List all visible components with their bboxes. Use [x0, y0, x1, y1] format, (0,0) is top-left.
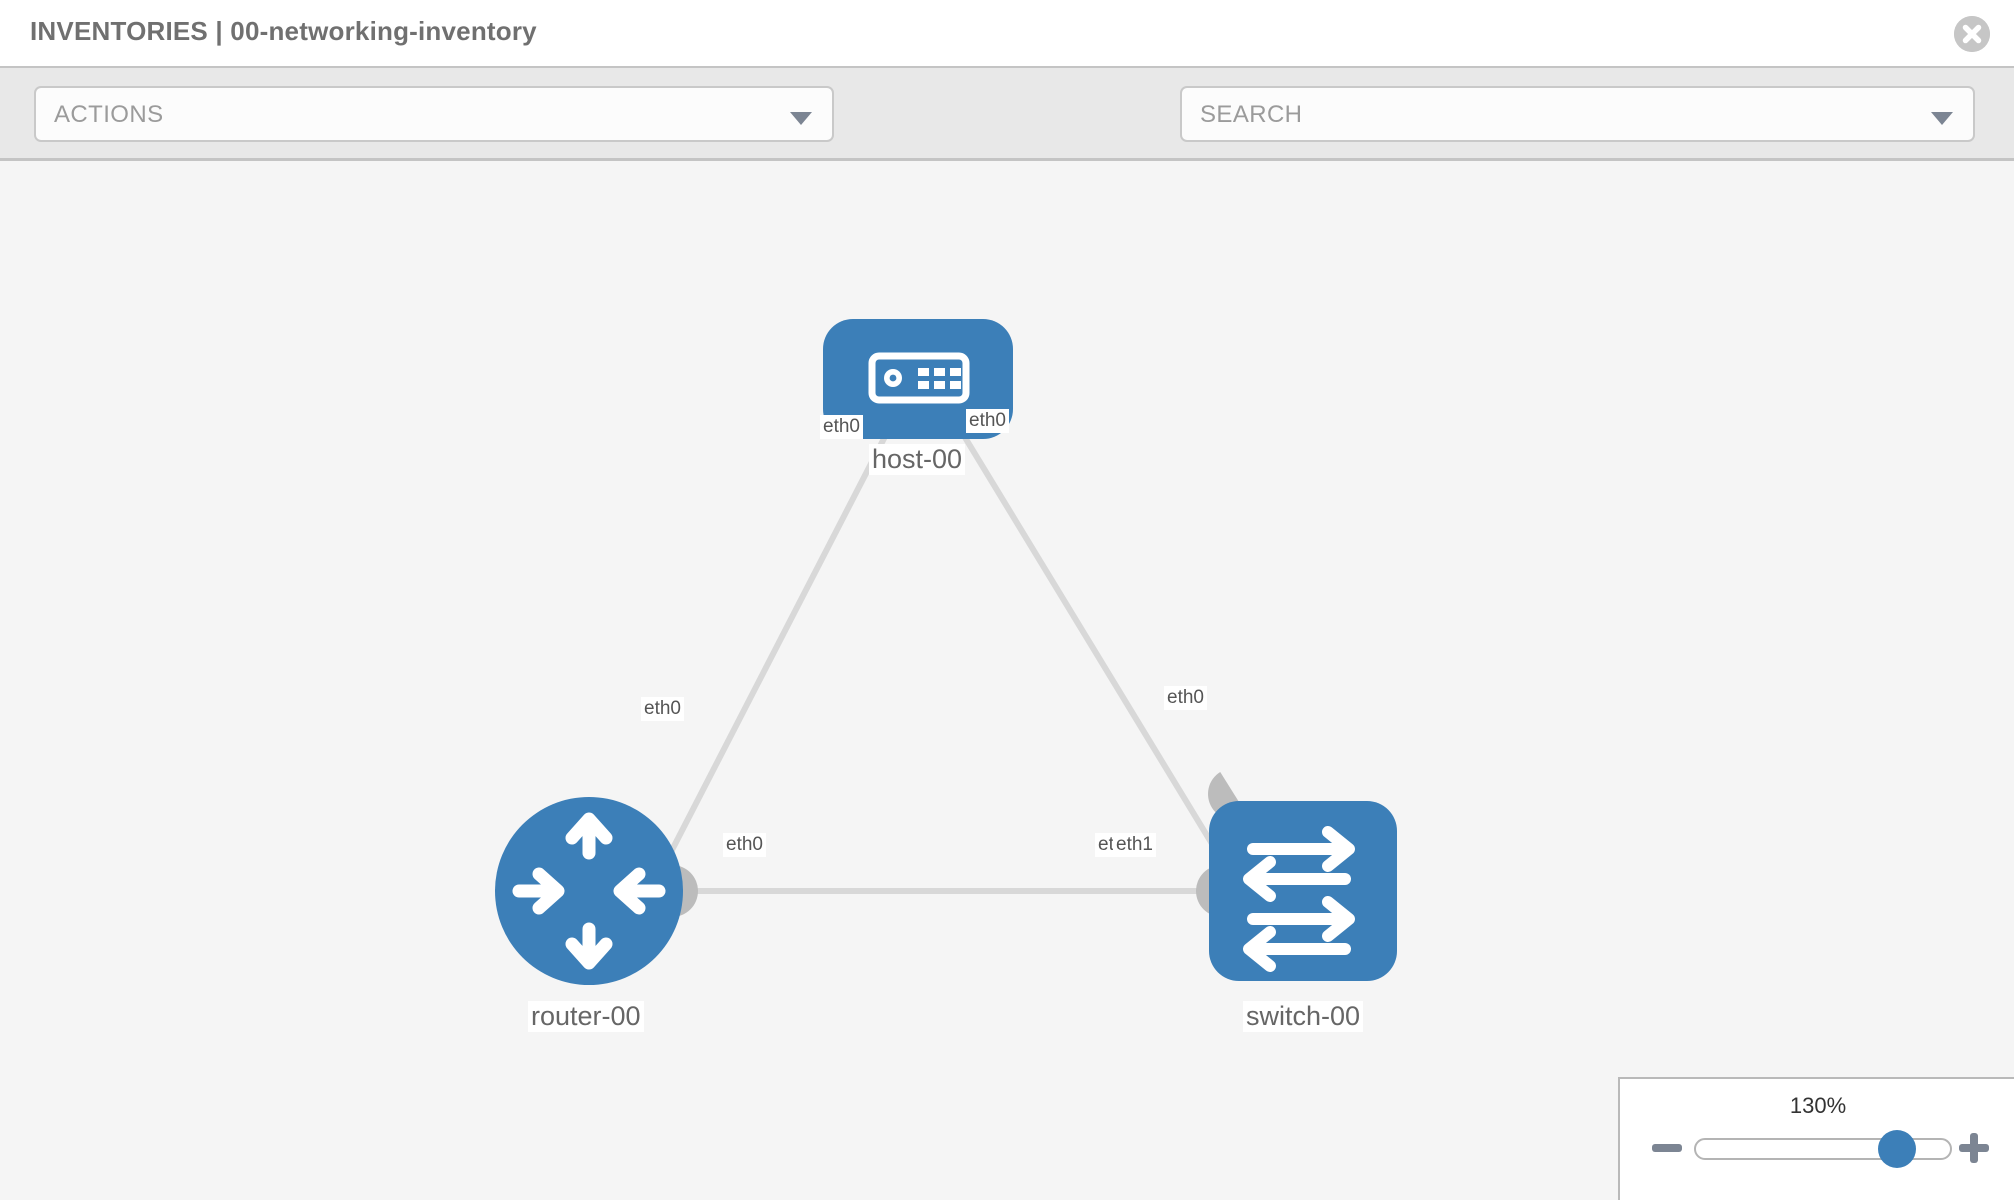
iface-label-switch-left-b: eth1: [1113, 833, 1156, 857]
topology-graph: [495, 319, 1397, 985]
chevron-down-icon: [790, 112, 812, 125]
zoom-slider-thumb[interactable]: [1878, 1130, 1916, 1168]
node-switch-00[interactable]: [1209, 801, 1397, 981]
router-arrows-icon: [512, 812, 666, 970]
switch-arrows-icon: [1243, 826, 1355, 972]
actions-dropdown-label: ACTIONS: [54, 101, 164, 128]
actions-dropdown[interactable]: ACTIONS: [34, 86, 834, 142]
node-label-router-00: router-00: [528, 1001, 644, 1033]
toolbar: ACTIONS SEARCH: [0, 68, 2014, 197]
search-input[interactable]: SEARCH: [1180, 86, 1975, 142]
node-label-host-00: host-00: [869, 444, 966, 476]
node-router-00[interactable]: [495, 797, 683, 985]
node-label-switch-00: switch-00: [1243, 1001, 1364, 1033]
plus-icon[interactable]: [1957, 1131, 1991, 1165]
close-icon[interactable]: [1954, 16, 1990, 52]
iface-label-host-left: eth0: [820, 415, 863, 439]
minus-icon[interactable]: [1650, 1131, 1684, 1165]
iface-label-router-right: eth0: [723, 833, 766, 857]
search-placeholder: SEARCH: [1200, 101, 1303, 128]
iface-label-switch-up: eth0: [1164, 686, 1207, 710]
zoom-control-panel: 130%: [1618, 1077, 2014, 1200]
topology-canvas[interactable]: eth0 eth0 eth0 eth0 eth0 eth0 eth1 host-…: [0, 161, 2014, 1200]
zoom-percent-label: 130%: [1789, 1093, 1847, 1118]
node-host-00[interactable]: [823, 319, 1013, 439]
server-icon: [868, 352, 970, 404]
iface-label-host-right: eth0: [966, 409, 1009, 433]
page-header: INVENTORIES | 00-networking-inventory: [0, 0, 2014, 68]
iface-label-router-up: eth0: [641, 697, 684, 721]
chevron-down-icon[interactable]: [1931, 112, 1953, 125]
page-title: INVENTORIES | 00-networking-inventory: [30, 16, 537, 46]
